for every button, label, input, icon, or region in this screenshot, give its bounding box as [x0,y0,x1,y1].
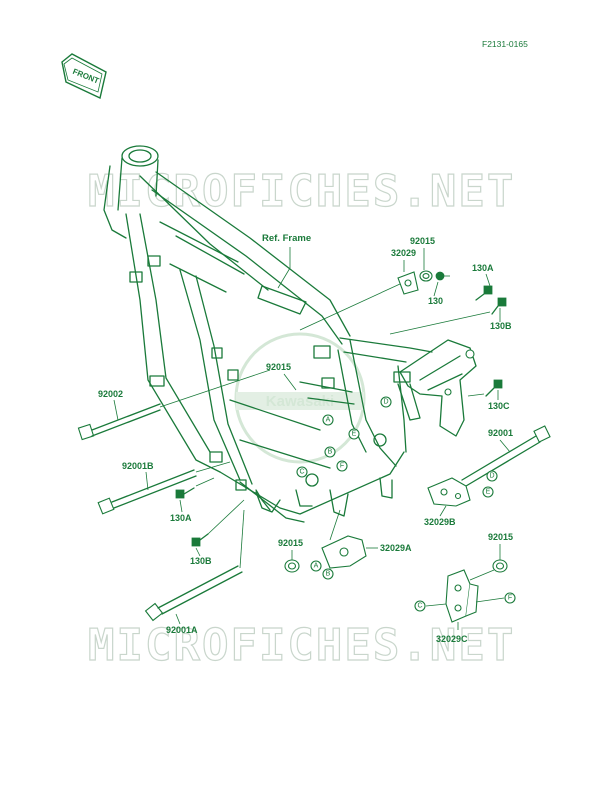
bracket-32029B [427,477,471,507]
frame-drawing [103,145,477,523]
label-92015-right: 92015 [488,532,513,542]
label-130B-top: 130B [490,321,512,331]
label-92001B: 92001B [122,461,154,471]
svg-text:C: C [417,603,422,610]
bolt-92002 [77,403,161,441]
nut-92015-top [419,270,433,282]
bolt-92001A [144,565,243,622]
label-92002: 92002 [98,389,123,399]
nut-92015-right [492,559,508,573]
bolt-130C [485,379,503,397]
watermark-top: MICROFICHES.NET [88,166,515,217]
bracket-32029C [445,569,479,623]
label-92015-left: 92015 [278,538,303,548]
bolt-130A-top [475,285,493,301]
svg-text:F: F [508,595,512,602]
callouts-32029A: A B [310,560,334,580]
logo-text: Kawasaki [266,393,334,410]
label-32029: 32029 [391,248,416,258]
bracket-32029A [321,535,367,569]
label-130A-bot: 130A [170,513,192,523]
label-92015-top: 92015 [410,236,435,246]
svg-text:C: C [299,469,304,476]
label-130B-bot: 130B [190,556,212,566]
bolt-130A-bot [175,487,195,499]
bolt-130-top [435,271,450,281]
svg-text:D: D [489,473,494,480]
label-130A-top: 130A [472,263,494,273]
svg-text:A: A [314,563,319,570]
label-92001: 92001 [488,428,513,438]
svg-text:B: B [326,571,331,578]
svg-text:D: D [383,399,388,406]
bolt-130B-bot [191,533,209,547]
label-130C: 130C [488,401,510,411]
watermark-bottom: MICROFICHES.NET [88,620,515,671]
nut-92015-left [284,559,300,573]
label-32029A: 32029A [380,543,412,553]
callouts-32029C: C F [414,592,516,612]
svg-text:B: B [328,449,333,456]
label-92001A: 92001A [166,625,198,635]
label-92015-mid: 92015 [266,362,291,372]
bolt-92001 [461,425,551,487]
bracket-32029 [397,271,419,295]
svg-text:E: E [486,489,491,496]
kawasaki-logo: Kawasaki [234,332,366,464]
label-32029C: 32029C [436,634,468,644]
callouts-32029B: D E [482,470,498,498]
bolt-130B-top [491,297,507,315]
svg-text:E: E [352,431,357,438]
frame-letter-callouts: A B C D E F [296,396,392,478]
ref-frame-label: Ref. Frame [262,233,311,244]
label-130: 130 [428,296,443,306]
diagram-code: F2131-0165 [482,39,528,49]
label-32029B: 32029B [424,517,456,527]
bolt-92001B [97,469,197,515]
svg-text:F: F [340,463,344,470]
svg-text:A: A [326,417,331,424]
front-arrow-icon: FRONT [61,53,107,100]
